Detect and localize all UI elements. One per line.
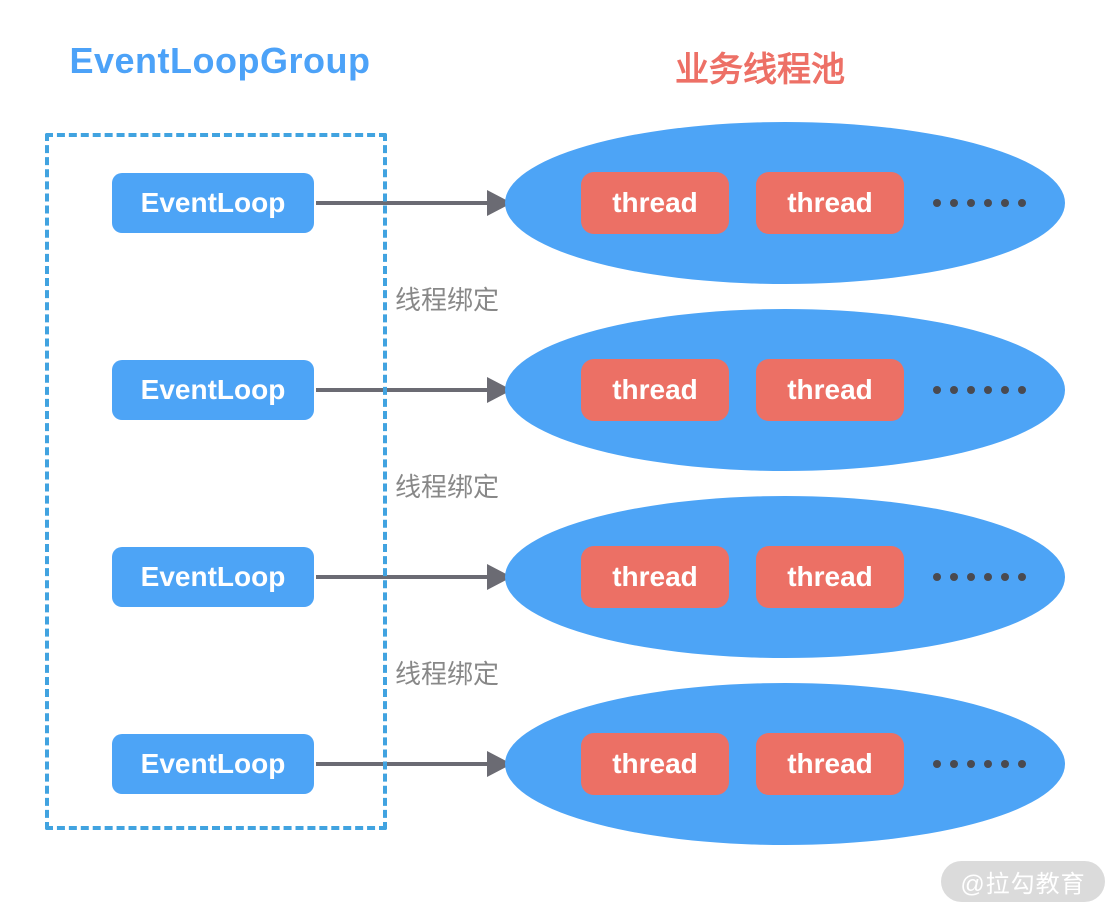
- dot: [1001, 386, 1009, 394]
- eventloop-binding-row: EventLoop thread thread: [0, 122, 1109, 284]
- eventloop-binding-row: EventLoop thread thread: [0, 496, 1109, 658]
- dot: [1018, 199, 1026, 207]
- dot: [1018, 386, 1026, 394]
- eventloop-binding-row: EventLoop thread thread: [0, 683, 1109, 845]
- eventloop-label: EventLoop: [140, 374, 286, 405]
- thread-binding-label: 线程绑定: [395, 285, 500, 315]
- eventloop-binding-row: EventLoop thread thread: [0, 309, 1109, 471]
- dot: [1018, 760, 1026, 768]
- eventloop-label: EventLoop: [140, 187, 286, 218]
- dot: [984, 386, 992, 394]
- dot: [984, 573, 992, 581]
- thread-label: thread: [787, 561, 873, 592]
- eventloop-label: EventLoop: [140, 748, 286, 779]
- eventloop-node: EventLoop: [112, 547, 314, 607]
- dot: [933, 199, 941, 207]
- dot: [967, 760, 975, 768]
- thread-pool-ellipse: thread thread: [505, 122, 1065, 284]
- binding-arrow-line: [316, 575, 490, 579]
- thread-binding-label: 线程绑定: [395, 472, 500, 502]
- eventloop-label: EventLoop: [140, 561, 286, 592]
- thread-label: thread: [612, 374, 698, 405]
- dot: [933, 573, 941, 581]
- eventloop-node: EventLoop: [112, 173, 314, 233]
- thread-node: thread: [581, 359, 729, 421]
- thread-pool-ellipse: thread thread: [505, 683, 1065, 845]
- thread-node: thread: [756, 733, 904, 795]
- thread-label: thread: [787, 374, 873, 405]
- thread-label: thread: [612, 187, 698, 218]
- dot: [984, 199, 992, 207]
- dot: [933, 760, 941, 768]
- more-threads-ellipsis-icon: [933, 760, 1026, 768]
- binding-arrow-line: [316, 762, 490, 766]
- dot: [1001, 760, 1009, 768]
- dot: [950, 760, 958, 768]
- more-threads-ellipsis-icon: [933, 386, 1026, 394]
- binding-arrow-line: [316, 388, 490, 392]
- thread-binding-label: 线程绑定: [395, 659, 500, 689]
- dot: [967, 386, 975, 394]
- thread-node: thread: [581, 172, 729, 234]
- dot: [967, 199, 975, 207]
- business-threadpool-title: 业务线程池: [675, 51, 845, 89]
- thread-pool-ellipse: thread thread: [505, 309, 1065, 471]
- eventloopgroup-title: EventLoopGroup: [69, 40, 371, 81]
- thread-node: thread: [756, 359, 904, 421]
- dot: [950, 386, 958, 394]
- thread-label: thread: [612, 561, 698, 592]
- dot: [1018, 573, 1026, 581]
- dot: [950, 573, 958, 581]
- dot: [950, 199, 958, 207]
- thread-node: thread: [756, 172, 904, 234]
- more-threads-ellipsis-icon: [933, 573, 1026, 581]
- thread-node: thread: [581, 546, 729, 608]
- thread-pool-ellipse: thread thread: [505, 496, 1065, 658]
- thread-label: thread: [787, 187, 873, 218]
- thread-label: thread: [612, 748, 698, 779]
- thread-node: thread: [581, 733, 729, 795]
- dot: [933, 386, 941, 394]
- thread-node: thread: [756, 546, 904, 608]
- more-threads-ellipsis-icon: [933, 199, 1026, 207]
- dot: [967, 573, 975, 581]
- dot: [984, 760, 992, 768]
- eventloop-node: EventLoop: [112, 734, 314, 794]
- watermark-text: @拉勾教育: [960, 871, 1086, 898]
- binding-arrow-line: [316, 201, 490, 205]
- thread-label: thread: [787, 748, 873, 779]
- dot: [1001, 199, 1009, 207]
- watermark-badge: @拉勾教育: [941, 861, 1105, 902]
- dot: [1001, 573, 1009, 581]
- eventloop-node: EventLoop: [112, 360, 314, 420]
